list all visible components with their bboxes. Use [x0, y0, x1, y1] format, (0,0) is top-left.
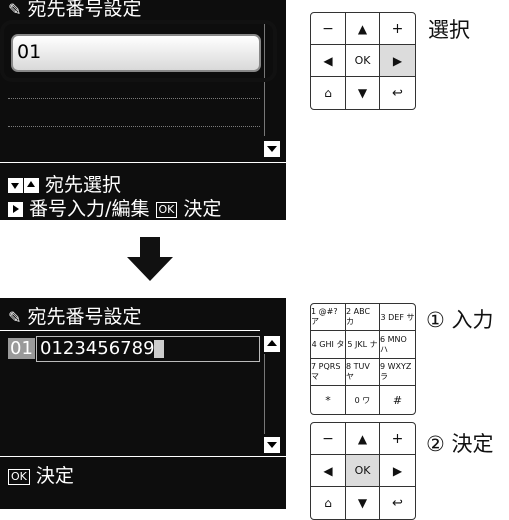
- lcd-screen-bottom: ✎ 宛先番号設定 01 0123456789 OK 決定: [0, 298, 286, 509]
- down-button[interactable]: ▼: [346, 487, 380, 519]
- footer-divider: [0, 456, 286, 457]
- fax-number-input[interactable]: 0123456789: [36, 336, 260, 362]
- footer-confirm-text: 決定: [35, 465, 74, 487]
- left-button[interactable]: ◀: [311, 455, 346, 487]
- flow-arrow-icon: [127, 237, 173, 283]
- screen-title-text: 宛先番号設定: [27, 0, 142, 20]
- entry-number-label: 01: [8, 338, 35, 359]
- footer-select-hint: 宛先選択: [8, 170, 121, 197]
- return-button[interactable]: ↩: [392, 495, 403, 511]
- footer-divider: [0, 162, 286, 163]
- left-button[interactable]: ◀: [311, 45, 346, 77]
- footer-edit-text: 番号入力/編集: [29, 198, 150, 220]
- right-key-icon: [8, 202, 23, 217]
- key-8[interactable]: 8 TUV ヤ: [346, 359, 380, 386]
- destination-entry-field[interactable]: 01: [11, 34, 261, 72]
- back-button[interactable]: ⌂: [311, 77, 346, 109]
- plus-button[interactable]: +: [380, 13, 415, 45]
- up-key-icon: [24, 178, 39, 193]
- key-hash[interactable]: #: [392, 393, 403, 407]
- text-cursor: [154, 340, 164, 358]
- key-9[interactable]: 9 WXYZ ラ: [380, 359, 415, 386]
- list-row-separator: [8, 126, 260, 127]
- return-button[interactable]: ↩: [392, 85, 403, 101]
- screen-title: ✎ 宛先番号設定: [8, 0, 141, 21]
- key-5[interactable]: 5 JKL ナ: [346, 331, 380, 359]
- key-7[interactable]: 7 PQRS マ: [311, 359, 346, 386]
- fax-number-value: 0123456789: [40, 338, 155, 359]
- ok-key-icon: OK: [8, 468, 30, 485]
- footer-confirm-text: 決定: [183, 198, 222, 220]
- key-2[interactable]: 2 ABC カ: [346, 304, 380, 331]
- key-3[interactable]: 3 DEF サ: [380, 304, 415, 331]
- selection-callout: [0, 20, 277, 82]
- control-pad-bottom: − ▲ + ◀ OK ▶ ⌂ ▼ ↩: [310, 422, 416, 520]
- ok-key-icon: OK: [155, 201, 178, 218]
- scroll-down-arrow-icon[interactable]: [264, 437, 280, 453]
- up-button[interactable]: ▲: [346, 423, 380, 455]
- screen-title-text: 宛先番号設定: [27, 306, 142, 328]
- step2-label: ② 決定: [426, 432, 494, 456]
- select-label: 選択: [428, 18, 470, 42]
- key-star[interactable]: *: [311, 386, 346, 414]
- screen-title: ✎ 宛先番号設定: [8, 302, 141, 329]
- control-pad-top: − ▲ + ◀ OK ▶ ⌂ ▼ ↩: [310, 12, 416, 110]
- key-0[interactable]: 0 ワ: [346, 386, 380, 414]
- minus-button[interactable]: −: [311, 423, 346, 455]
- up-button[interactable]: ▲: [346, 13, 380, 45]
- scrollbar-track[interactable]: [264, 354, 283, 434]
- ok-button[interactable]: OK: [346, 455, 380, 487]
- ok-button[interactable]: OK: [346, 45, 380, 77]
- scroll-down-arrow-icon[interactable]: [264, 141, 280, 157]
- list-row-separator: [8, 98, 260, 99]
- tool-icon: ✎: [8, 0, 22, 19]
- numeric-keypad: 1 @#? ア 2 ABC カ 3 DEF サ 4 GHI タ 5 JKL ナ …: [310, 303, 416, 415]
- footer-edit-hint: 番号入力/編集 OK 決定: [8, 194, 221, 220]
- entry-value: 01: [17, 41, 42, 63]
- step1-label: ① 入力: [426, 308, 494, 332]
- lcd-screen-top: ✎ 宛先番号設定 01 宛先選択 番号入力/編集 OK 決定: [0, 0, 286, 220]
- minus-button[interactable]: −: [311, 13, 346, 45]
- key-6[interactable]: 6 MNO ハ: [380, 331, 415, 359]
- right-button[interactable]: ▶: [380, 455, 415, 487]
- back-button[interactable]: ⌂: [311, 487, 346, 519]
- footer-select-text: 宛先選択: [45, 174, 122, 196]
- down-key-icon: [8, 178, 23, 193]
- key-4[interactable]: 4 GHI タ: [311, 331, 346, 359]
- footer-confirm-hint: OK 決定: [8, 461, 74, 488]
- down-button[interactable]: ▼: [346, 77, 380, 109]
- scroll-up-arrow-icon[interactable]: [264, 336, 280, 352]
- right-button[interactable]: ▶: [380, 45, 415, 77]
- tool-icon: ✎: [8, 308, 22, 327]
- title-divider: [0, 330, 260, 331]
- key-1[interactable]: 1 @#? ア: [311, 304, 346, 331]
- plus-button[interactable]: +: [380, 423, 415, 455]
